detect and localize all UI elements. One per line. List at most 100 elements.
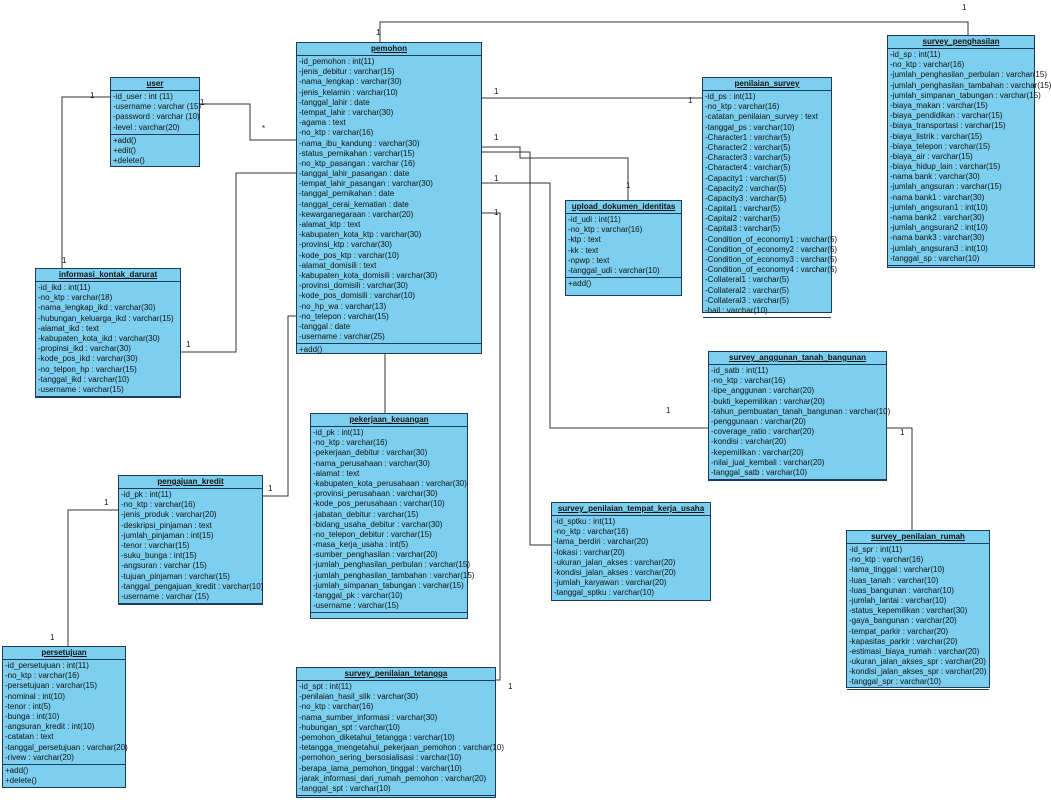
attribute: -kewarganegaraan : varchar(20) xyxy=(299,209,414,219)
attribute: -angsuran_kredit : int(10) xyxy=(5,722,95,732)
attribute: -id_ikd : int(11) xyxy=(38,283,91,292)
attribute: -jenis_kelamin : varchar(10) xyxy=(299,87,398,97)
attribute: -alamat_ikd : text xyxy=(38,323,99,333)
class-survey-penghasilan[interactable]: survey_penghasilan-id_sp : int(11)-no_kt… xyxy=(887,35,1051,268)
class-penilaian-survey[interactable]: penilaian_survey-id_ps : int(11)-no_ktp … xyxy=(702,77,837,319)
attribute-list: -id_ps : int(11)-no_ktp : varchar(16)-ca… xyxy=(703,91,837,319)
attribute: -provinsi_domisili : varchar(30) xyxy=(299,281,408,291)
attribute: -tanggal_spt : varchar(10) xyxy=(299,783,391,793)
class-pengajuan-kredit[interactable]: pengajuan_kredit-id_pk : int(11)-no_ktp … xyxy=(118,475,263,605)
attribute: -Character3 : varchar(5) xyxy=(705,153,791,163)
attribute: -nama bank1 : varchar(30) xyxy=(890,192,985,202)
attribute: -luas_tanah : varchar(10) xyxy=(849,575,939,585)
attribute: -Character1 : varchar(5) xyxy=(705,132,791,142)
attribute: -id_sptku : int(11) xyxy=(554,517,616,526)
attribute: -kabupaten_kota_domisili : varchar(30) xyxy=(299,270,438,280)
attribute: -bidang_usaha_debitur : varchar(30) xyxy=(313,519,443,529)
assoc-pemohon-survey-penghasilan xyxy=(379,21,969,42)
attribute: -status_kepemilikan : varchar(30) xyxy=(849,606,968,616)
attribute: -kabupaten_kota_ikd : varchar(30) xyxy=(38,333,160,343)
attribute: -npwp : text xyxy=(568,255,610,265)
attribute: -masa_kerja_usaha : int(5) xyxy=(313,540,409,550)
attribute: -nama_lengkap : varchar(30) xyxy=(299,77,402,87)
attribute: -jumlah_lantai : varchar(10) xyxy=(849,595,947,605)
attribute: -jenis_debitur : varchar(15) xyxy=(299,67,395,77)
multiplicity-label: 1 xyxy=(90,91,95,100)
attribute: -jumlah_simpanan_tabungan : varchar(15) xyxy=(313,580,464,590)
attribute: -provinsi_perusahaan : varchar(30) xyxy=(313,489,438,499)
operation-list xyxy=(703,318,831,320)
attribute: -status_pernikahan : varchar(15) xyxy=(299,148,415,158)
attribute-list: -id_satb : int(11)-no_ktp : varchar(16)-… xyxy=(709,365,890,481)
class-pemohon[interactable]: pemohon-id_pemohon : int(11)-jenis_debit… xyxy=(296,42,482,354)
class-survey-penilaian-rumah[interactable]: survey_penilaian_rumah-id_spr : int(11)-… xyxy=(846,530,990,690)
assoc-user-pemohon xyxy=(200,103,296,141)
attribute: -jumlah_angsuran1 : int(10) xyxy=(890,202,988,212)
class-name: pemohon xyxy=(297,43,481,56)
attribute: -tanggal_cerai_kematian : date xyxy=(299,199,409,209)
attribute: -Collateral3 : varchar(5) xyxy=(705,295,790,305)
attribute: -jumlah_angsuran2 : int(10) xyxy=(890,223,988,233)
class-survey-penilaian-tempat-kerja-usaha[interactable]: survey_penilaian_tempat_kerja_usaha-id_s… xyxy=(551,502,711,601)
operation-list xyxy=(709,480,886,482)
attribute: -kondisi : varchar(20) xyxy=(711,437,787,447)
attribute: -berapa_lama_pemohon_tinggal : varchar(1… xyxy=(299,763,462,773)
attribute: -catatan : text xyxy=(5,732,54,742)
attribute-list: -id_ikd : int(11)-no_ktp : varchar(18)-n… xyxy=(36,282,180,398)
multiplicity-label: 1 xyxy=(186,340,191,349)
class-informasi-kontak-darurat[interactable]: informasi_kontak_darurat-id_ikd : int(11… xyxy=(35,268,181,398)
operation: +add() xyxy=(299,345,323,355)
attribute: -jumlah_penghasilan_tambahan : varchar(1… xyxy=(890,80,1051,90)
attribute: -biaya_transportasi : varchar(15) xyxy=(890,121,1006,131)
attribute: -nama_perusahaan : varchar(30) xyxy=(313,458,430,468)
attribute: -lokasi : varchar(20) xyxy=(554,547,625,557)
attribute: -kode_pos_ktp : varchar(10) xyxy=(299,250,400,260)
attribute: -lama_berdiri : varchar(20) xyxy=(554,537,649,547)
attribute: -kode_pos_domisili : varchar(10) xyxy=(299,291,416,301)
attribute: -provinsi_ktp : varchar(30) xyxy=(299,240,392,250)
attribute: -jumlah_pinjaman : int(15) xyxy=(121,530,214,540)
attribute: -tanggal_spr : varchar(10) xyxy=(849,677,942,687)
attribute: -tanggal_ps : varchar(10) xyxy=(705,122,795,132)
operation-list xyxy=(119,604,262,606)
attribute: -username : varchar(25) xyxy=(299,332,385,342)
class-persetujuan[interactable]: persetujuan-id_persetujuan : int(11)-no_… xyxy=(2,646,128,788)
assoc-kredit-persetujuan xyxy=(67,509,118,646)
attribute: -jarak_informasi_dari_rumah_pemohon : va… xyxy=(299,773,487,783)
attribute: -Capacity1 : varchar(5) xyxy=(705,173,787,183)
operation-list xyxy=(847,690,989,692)
class-user[interactable]: user-id_user : int (11)-username : varch… xyxy=(110,77,201,167)
attribute: -alamat : text xyxy=(313,468,360,478)
operation: +delete() xyxy=(113,156,145,166)
attribute: -tanggal_lahir : date xyxy=(299,97,370,107)
class-upload-dokumen-identitas[interactable]: upload_dokumen_identitas-id_udi : int(11… xyxy=(565,200,682,296)
attribute: -agama : text xyxy=(299,118,346,128)
class-survey-penilaian-tetangga[interactable]: survey_penilaian_tetangga-id_spt : int(1… xyxy=(296,667,505,798)
multiplicity-label: 1 xyxy=(62,256,67,265)
attribute: -jumlah_penghasilan_perbulan : varchar(1… xyxy=(313,560,470,570)
attribute: -tanggal_pengajuan_kredit : varchar(10) xyxy=(121,581,264,591)
assoc-pemohon-sptku xyxy=(482,151,551,546)
multiplicity-label: 1 xyxy=(666,406,671,415)
attribute: -tempat_parkir : varchar(20) xyxy=(849,626,949,636)
attribute: -Character2 : varchar(5) xyxy=(705,142,791,152)
assoc-kredit-pemohon xyxy=(263,315,296,497)
attribute: -tanggal_udi : varchar(10) xyxy=(568,265,660,275)
attribute: -kepemilikan : varchar(20) xyxy=(711,447,804,457)
attribute: -jumlah_karyawan : varchar(20) xyxy=(554,578,667,588)
attribute: -no_ktp : varchar(16) xyxy=(849,555,924,565)
attribute: -tenor : varchar(15) xyxy=(121,540,190,550)
class-survey-anggunan-tanah-bangunan[interactable]: survey_anggunan_tanah_bangunan-id_satb :… xyxy=(708,351,890,482)
attribute: -jumlah_penghasilan_tambahan : varchar(1… xyxy=(313,570,475,580)
attribute: -tanggal_sptku : varchar(10) xyxy=(554,588,655,598)
attribute: -propinsi_ikd : varchar(30) xyxy=(38,344,131,354)
class-pekerjaan-keuangan[interactable]: pekerjaan_keuangan-id_pk : int(11)-no_kt… xyxy=(310,413,475,619)
attribute: -pemohon_diketahui_tetangga : varchar(10… xyxy=(299,732,455,742)
attribute: -no_telepon_debitur : varchar(15) xyxy=(313,529,432,539)
multiplicity-label: 1 xyxy=(688,96,693,105)
assoc-user-ikd xyxy=(61,96,110,268)
attribute: -nominal : int(10) xyxy=(5,691,66,701)
attribute: -tetangga_mengetahui_pekerjaan_pemohon :… xyxy=(299,743,505,753)
attribute: -tanggal : date xyxy=(299,321,351,331)
attribute: -id_user : int (11) xyxy=(113,92,173,101)
